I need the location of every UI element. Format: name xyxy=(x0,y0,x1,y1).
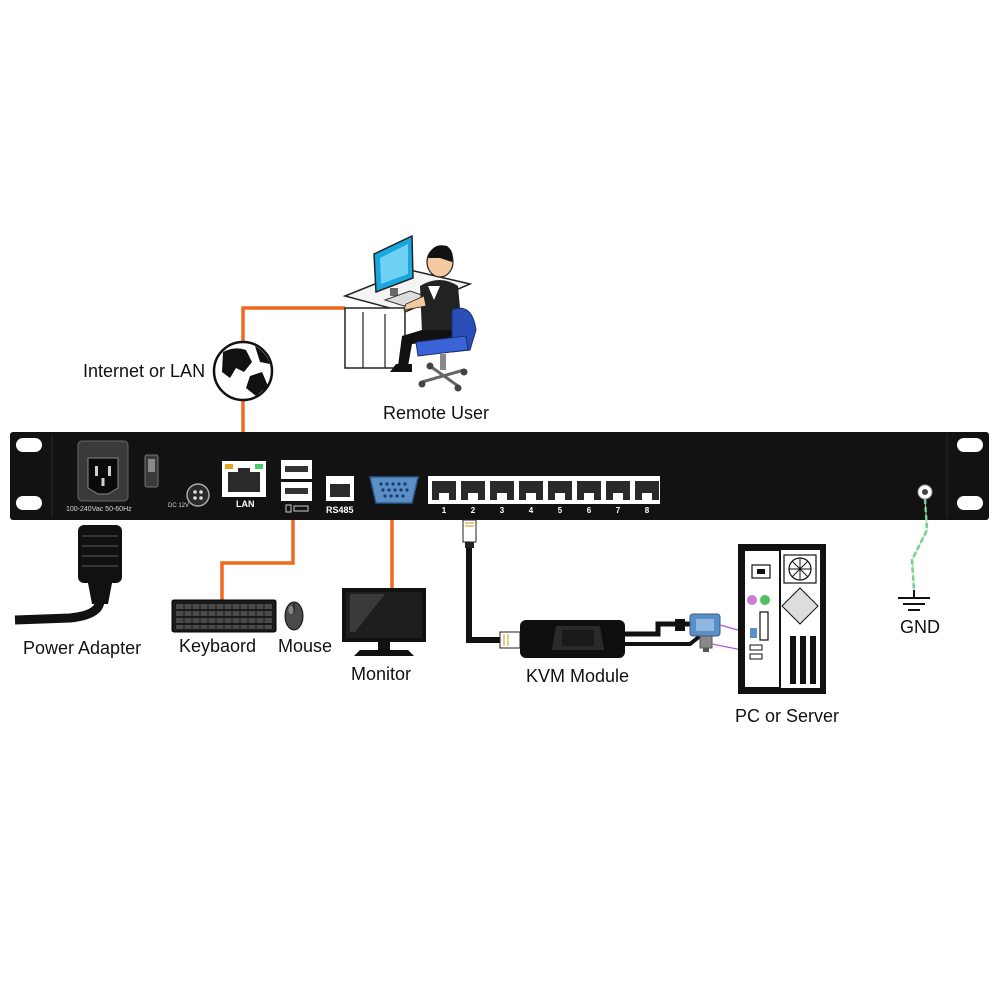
power-adapter-label: Power Adapter xyxy=(23,638,142,658)
port-number-1: 1 xyxy=(441,506,447,515)
globe-icon xyxy=(212,340,274,402)
kvm-module-label: KVM Module xyxy=(526,666,630,686)
dc-jack xyxy=(186,483,210,507)
monitor-label: Monitor xyxy=(351,664,412,684)
kvm-module-illustration xyxy=(520,619,702,658)
lan-port xyxy=(222,461,266,497)
dc-label: DC 12V xyxy=(168,503,190,509)
lan-port-label: LAN xyxy=(236,499,255,509)
ground-screw xyxy=(917,484,933,500)
mouse-illustration xyxy=(284,601,304,631)
remote-user-illustration xyxy=(342,234,477,392)
monitor-illustration xyxy=(342,588,426,656)
ground-wire xyxy=(910,498,929,598)
usb-ports xyxy=(281,460,312,513)
port-number-2: 2 xyxy=(470,506,476,515)
port-number-8: 8 xyxy=(644,506,650,515)
pc-server-label: PC or Server xyxy=(735,706,840,726)
port-number-3: 3 xyxy=(499,506,505,515)
usb-cable xyxy=(220,516,295,600)
keyboard-label: Keybaord xyxy=(179,636,257,656)
rs485-port-label: RS485 xyxy=(326,505,354,515)
vga-plug xyxy=(689,613,753,653)
pc-server-illustration xyxy=(738,544,826,694)
power-switch xyxy=(144,454,159,488)
power-inlet xyxy=(77,440,129,502)
power-cable xyxy=(14,525,122,625)
port-number-7: 7 xyxy=(615,506,621,515)
power-rating-label: 100-240Vac 50-60Hz xyxy=(66,506,132,513)
kvm-module-cable xyxy=(462,519,521,649)
rs485-port xyxy=(326,476,354,501)
port-number-5: 5 xyxy=(557,506,563,515)
keyboard-illustration xyxy=(171,599,277,633)
internet-label: Internet or LAN xyxy=(83,361,206,381)
gnd-label: GND xyxy=(900,617,940,637)
vga-port xyxy=(369,476,419,504)
mouse-label: Mouse xyxy=(278,636,333,656)
ground-icon xyxy=(898,597,930,611)
port-number-6: 6 xyxy=(586,506,592,515)
computer-ports xyxy=(428,476,660,504)
port-number-4: 4 xyxy=(528,506,534,515)
remote-user-label: Remote User xyxy=(383,403,490,423)
